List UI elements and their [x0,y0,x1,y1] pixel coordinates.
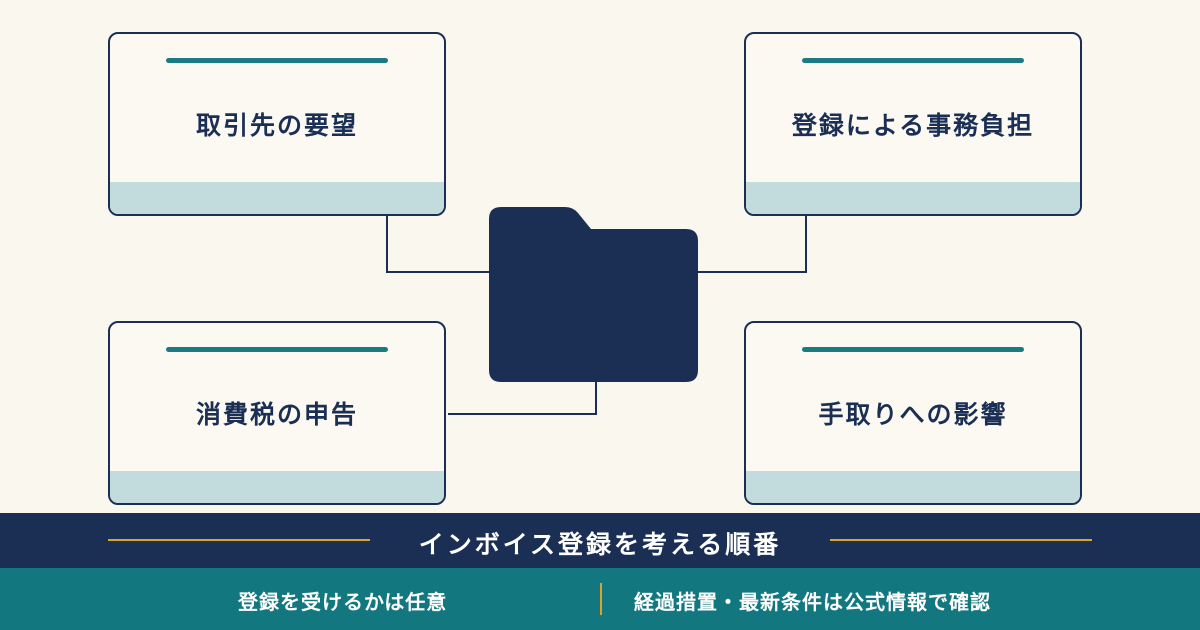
banner-rule-left [108,539,370,541]
card-bottom-band [746,182,1080,214]
card-tax-filing: 消費税の申告 [108,321,446,505]
card-accent-line [166,58,388,63]
card-label: 登録による事務負担 [791,111,1035,140]
banner-rule-right [830,539,1092,541]
banner-title: インボイス登録を考える順番 [418,530,782,559]
card-accent-line [802,347,1024,352]
card-label: 消費税の申告 [195,400,358,429]
card-accent-line [802,58,1024,63]
connector-top-left [386,216,489,273]
card-label: 取引先の要望 [195,111,358,140]
card-bottom-band [110,182,444,214]
title-banner: インボイス登録を考える順番 [0,513,1200,568]
connector-top-right [698,216,807,273]
card-take-home-impact: 手取りへの影響 [744,321,1082,505]
card-accent-line [166,347,388,352]
card-bottom-band [110,471,444,503]
folder-icon [489,207,698,382]
connector-bottom-left [448,382,597,415]
footer-note-left: 登録を受けるかは任意 [238,590,448,614]
footer-divider [600,583,602,615]
card-label: 手取りへの影響 [818,400,1008,429]
card-client-request: 取引先の要望 [108,32,446,216]
footer-bar: 登録を受けるかは任意 経過措置・最新条件は公式情報で確認 [0,568,1200,630]
card-bottom-band [746,471,1080,503]
footer-note-right: 経過措置・最新条件は公式情報で確認 [634,590,991,614]
card-admin-burden: 登録による事務負担 [744,32,1082,216]
